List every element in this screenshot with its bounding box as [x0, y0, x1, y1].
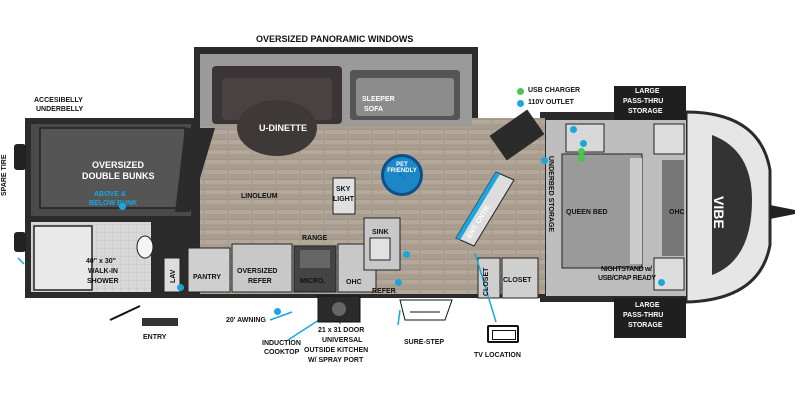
sofa-label-2: SOFA — [364, 106, 384, 113]
shower-label-1: 40" x 30" — [86, 258, 116, 265]
ohc-bed-label: OHC — [669, 209, 685, 216]
outlet-icon — [658, 279, 665, 286]
nightstand-label-2: USB/CPAP READY — [598, 275, 656, 282]
range-label: RANGE — [302, 235, 328, 242]
underbed-label: UNDERBED STORAGE — [547, 156, 554, 233]
closet-label-2: CLOSET — [503, 277, 532, 284]
sure-step-label: SURE-STEP — [404, 339, 445, 346]
door-label-2: UNIVERSAL — [322, 337, 363, 344]
usb-icon — [578, 148, 585, 155]
shower-label-3: SHOWER — [87, 278, 119, 285]
refer-small-label: REFER — [372, 288, 396, 295]
queen-bed-label: QUEEN BED — [566, 209, 608, 216]
ohc-kitchen-label: OHC — [346, 279, 362, 286]
sofa-label-1: SLEEPER — [362, 96, 395, 103]
outlet-icon — [119, 203, 126, 210]
outlet-110v-legend: 110V OUTLET — [528, 99, 574, 106]
storage-top-label-2: PASS-THRU — [623, 98, 664, 105]
nightstand-label-1: NIGHTSTAND w/ — [601, 266, 652, 273]
tv-location-label: TV LOCATION — [474, 352, 521, 359]
outlet-icon — [274, 308, 281, 315]
bunk-room — [39, 127, 215, 212]
bunks-label-1: OVERSIZED — [92, 160, 145, 170]
door-label-3: OUTSIDE KITCHEN — [304, 347, 369, 354]
refer-big-label-2: REFER — [248, 278, 272, 285]
door-label-4: W/ SPRAY PORT — [308, 357, 364, 364]
slide-out — [212, 66, 460, 156]
door-label-1: 21 x 31 DOOR — [318, 327, 365, 334]
underbelly-label-2: UNDERBELLY — [36, 106, 84, 113]
spare-tire-label: SPARE TIRE — [1, 154, 8, 197]
kitchen — [187, 177, 401, 293]
usb-charger-icon — [517, 88, 524, 95]
micro-label: MICRO. — [300, 278, 326, 285]
outlet-110v-icon — [517, 100, 524, 107]
above-below-label-1: ABOVE & — [94, 191, 126, 198]
pet-label-2: FRIENDLY — [387, 168, 417, 174]
sink-label: SINK — [372, 229, 389, 236]
above-below-label-2: BELOW BUNK — [89, 200, 138, 207]
entry-steps — [109, 299, 453, 326]
bedroom — [561, 123, 685, 291]
pantry-label: PANTRY — [193, 274, 221, 281]
storage-bot-label-1: LARGE — [635, 302, 660, 309]
dinette-label: U-DINETTE — [259, 123, 307, 133]
storage-bot-label-2: PASS-THRU — [623, 312, 664, 319]
usb-icon — [578, 155, 585, 162]
refer-big-label-1: OVERSIZED — [237, 268, 278, 275]
brand-logo: VIBE — [711, 196, 727, 229]
skylight-label-1: SKY — [336, 186, 351, 193]
bunks-label-2: DOUBLE BUNKS — [82, 171, 155, 181]
usb-charger-legend: USB CHARGER — [528, 87, 581, 94]
entry-label: ENTRY — [143, 334, 167, 341]
outlet-icon — [177, 284, 184, 291]
paw-print-icon: 🐾 — [398, 174, 406, 180]
pet-label-1: PET — [396, 162, 408, 168]
outlet-icon — [580, 140, 587, 147]
windows-label: OVERSIZED PANORAMIC WINDOWS — [256, 34, 414, 44]
bathroom — [33, 225, 181, 294]
cooktop-label-1: INDUCTION — [262, 340, 301, 347]
storage-top-label-3: STORAGE — [628, 108, 663, 115]
shower-label-2: WALK-IN — [88, 268, 118, 275]
closet-label-1: CLOSET — [483, 267, 490, 296]
outlet-icon — [395, 279, 402, 286]
tv-icon — [487, 325, 519, 343]
storage-top-label-1: LARGE — [635, 88, 660, 95]
outlet-icon — [403, 251, 410, 258]
awning-label: 20' AWNING — [226, 317, 266, 324]
linoleum-label: LINOLEUM — [241, 193, 278, 200]
closets — [477, 257, 539, 299]
outlet-icon — [541, 157, 548, 164]
entertainment-center — [455, 109, 545, 247]
underbelly-label-1: ACCESIBELLY — [34, 97, 83, 104]
outlet-icon — [570, 126, 577, 133]
storage-bot-label-3: STORAGE — [628, 322, 663, 329]
pet-friendly-badge: PET FRIENDLY 🐾 — [381, 154, 423, 196]
skylight-label-2: LIGHT — [333, 196, 354, 203]
lav-label: LAV — [170, 269, 177, 283]
pointer-lines — [17, 252, 497, 341]
cooktop-label-2: COOKTOP — [264, 349, 300, 356]
